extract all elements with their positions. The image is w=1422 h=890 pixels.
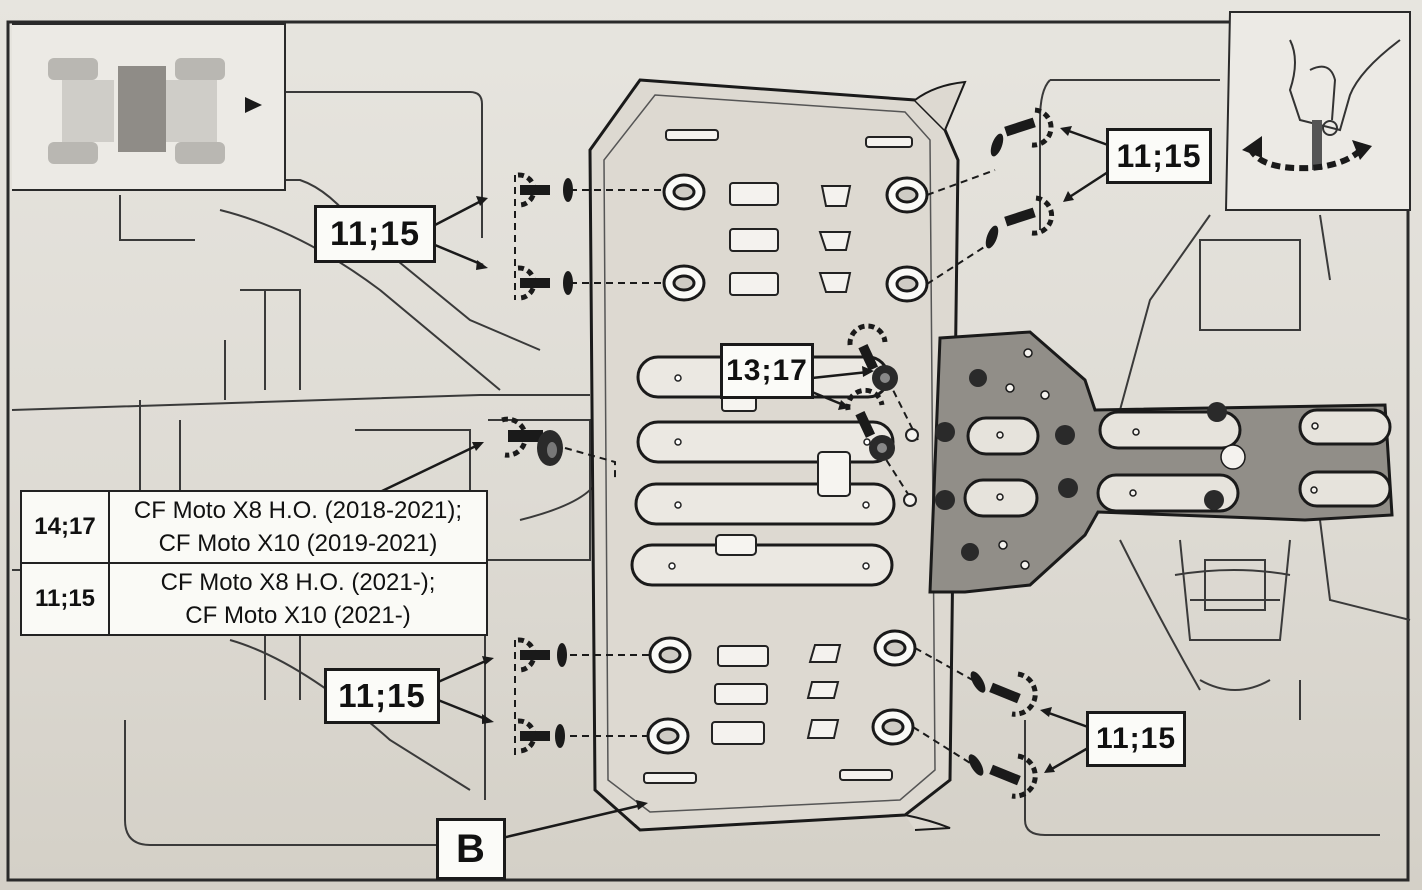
table-row: 11;15 CF Moto X8 H.O. (2021-); CF Moto X…	[20, 562, 488, 636]
bolt-left-bottom-1	[517, 637, 567, 673]
rear-skid-plate	[928, 330, 1394, 594]
vehicle-top-view-icon	[12, 23, 286, 191]
bolt-right-top-1	[990, 107, 1054, 157]
torque-callout-left-bottom: 11;15	[324, 668, 440, 724]
torque-callout-center: 13;17	[720, 343, 814, 399]
plate-inner-edge	[603, 94, 936, 813]
bolt-right-top-2	[985, 195, 1055, 249]
bolt-assemblies	[501, 107, 1055, 799]
plate-lower-tab	[715, 534, 757, 556]
plate-center-tab	[817, 451, 851, 497]
model-cell: CF Moto X8 H.O. (2021-); CF Moto X10 (20…	[108, 562, 488, 636]
torque-callout-right-top: 11;15	[1106, 128, 1212, 184]
model-line: CF Moto X10 (2021-)	[185, 602, 411, 629]
plate-rear-wing	[904, 814, 951, 831]
bolt-center-1	[847, 323, 898, 391]
rear-plate-bolts	[935, 369, 1227, 561]
torque-callout-right-bottom: 11;15	[1086, 711, 1186, 767]
vehicle-frame-outline	[11, 79, 1411, 846]
plate-front-wing	[914, 80, 967, 131]
table-row: 14;17 CF Moto X8 H.O. (2018-2021); CF Mo…	[20, 490, 488, 564]
dashed-leader-lines	[514, 169, 996, 769]
arrow-right-icon	[245, 97, 262, 113]
washer-center-2	[903, 493, 917, 507]
part-label-b: B	[436, 818, 506, 880]
bolt-left-bottom-2	[517, 718, 565, 754]
callout-arrows	[379, 128, 1109, 840]
bolt-left-middle	[501, 416, 563, 466]
callout-arrowheads	[472, 126, 1074, 810]
bolt-left-top-1	[517, 172, 573, 208]
hand-tightening-icon	[1224, 11, 1411, 211]
bolt-right-bottom-1	[970, 671, 1038, 717]
model-line: CF Moto X8 H.O. (2021-);	[160, 569, 436, 596]
plate-grommets	[646, 173, 929, 755]
bolt-right-bottom-2	[968, 753, 1038, 799]
rear-plate-holes	[996, 348, 1319, 570]
plate-vent-slots	[643, 129, 913, 784]
torque-callout-left-top: 11;15	[314, 205, 436, 263]
model-spec-table: 14;17 CF Moto X8 H.O. (2018-2021); CF Mo…	[20, 490, 488, 636]
washer-center-1	[905, 428, 919, 442]
bolt-center-2	[845, 387, 895, 461]
bolt-left-top-2	[517, 265, 573, 301]
bolt-size-cell: 14;17	[20, 490, 110, 564]
model-cell: CF Moto X8 H.O. (2018-2021); CF Moto X10…	[108, 490, 488, 564]
model-line: CF Moto X8 H.O. (2018-2021);	[133, 497, 463, 524]
rail-holes	[668, 374, 871, 570]
diagram-frame	[6, 20, 1410, 882]
bolt-size-cell: 11;15	[20, 562, 110, 636]
model-line: CF Moto X10 (2019-2021)	[158, 530, 438, 557]
